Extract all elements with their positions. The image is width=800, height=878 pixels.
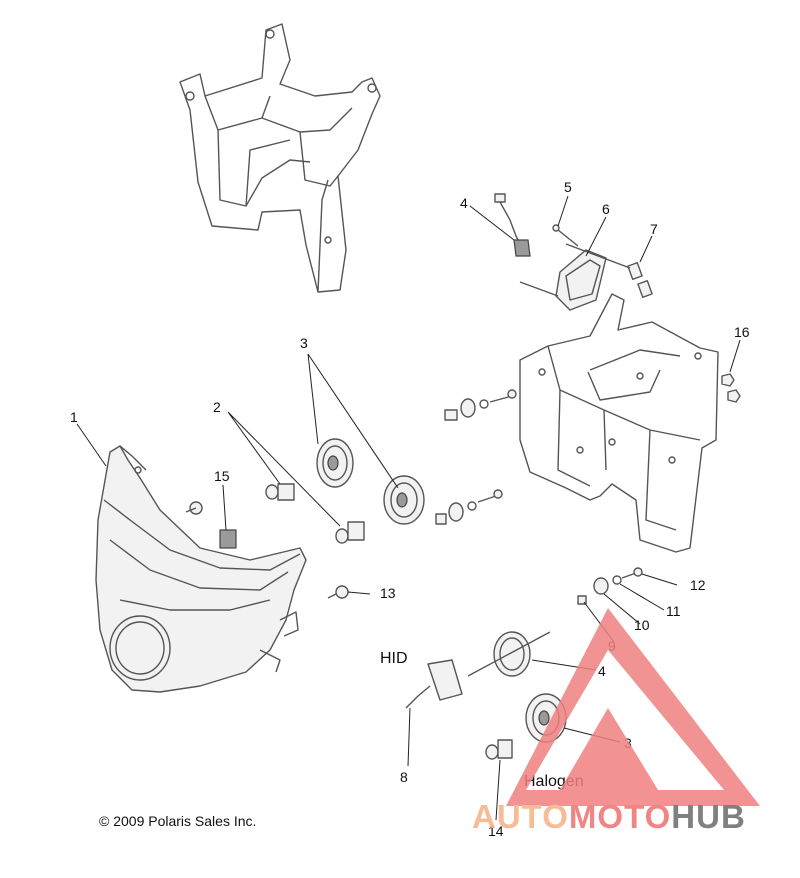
callout-5: 5: [564, 179, 572, 195]
bulb-2-lower: [335, 521, 365, 544]
halogen-bulb-14: [485, 739, 513, 760]
bolt-13: [327, 585, 349, 599]
callout-1: 1: [70, 409, 78, 425]
watermark-text: AUTOMOTOHUB: [472, 798, 746, 835]
callout-2: 2: [213, 399, 221, 415]
copyright-notice: © 2009 Polaris Sales Inc.: [99, 813, 256, 829]
nuts-16: [721, 373, 741, 403]
ballast-module: [519, 249, 607, 311]
callout-3-upper: 3: [300, 335, 308, 351]
screw-5: [552, 224, 579, 247]
callout-16: 16: [734, 324, 750, 340]
callout-12: 12: [690, 577, 706, 593]
callout-8: 8: [400, 769, 408, 785]
callout-4-lower: 4: [598, 663, 606, 679]
bulb-boot-upper-a: [316, 438, 354, 488]
hid-bulb-8: [405, 659, 463, 709]
spacers-7: [565, 243, 653, 298]
callout-7: 7: [650, 221, 658, 237]
watermark: AUTOMOTOHUB: [472, 608, 760, 835]
adjuster-hardware-upper: [444, 389, 517, 421]
hid-label: HID: [380, 650, 408, 667]
callout-4-upper: 4: [460, 195, 468, 211]
callout-15: 15: [214, 468, 230, 484]
lower-mounting-bracket: [519, 293, 719, 553]
watermark-triangle: [506, 608, 760, 806]
watermark-auto: AUTO: [472, 798, 569, 835]
socket-15: [185, 501, 237, 549]
callout-6: 6: [602, 201, 610, 217]
callout-10: 10: [634, 617, 650, 633]
callout-numbers: 1 2 3 4 5 6 7 8 9 10 11 12 13 14 15 16 4…: [70, 179, 750, 839]
watermark-moto: MOTO: [569, 798, 671, 835]
bulb-boot-upper-b: [383, 475, 425, 525]
hid-ring-4: [467, 631, 551, 677]
wiring-harness: [494, 193, 531, 257]
bulb-2-upper: [265, 483, 295, 501]
upper-mounting-bracket: [179, 23, 381, 293]
callout-14: 14: [488, 823, 504, 839]
watermark-hub: HUB: [671, 798, 746, 835]
callout-11: 11: [666, 603, 681, 619]
callout-13: 13: [380, 585, 396, 601]
adjuster-hardware-9-12: [577, 567, 643, 605]
adjuster-hardware-lower: [435, 489, 503, 525]
headlight-housing: [95, 445, 307, 693]
